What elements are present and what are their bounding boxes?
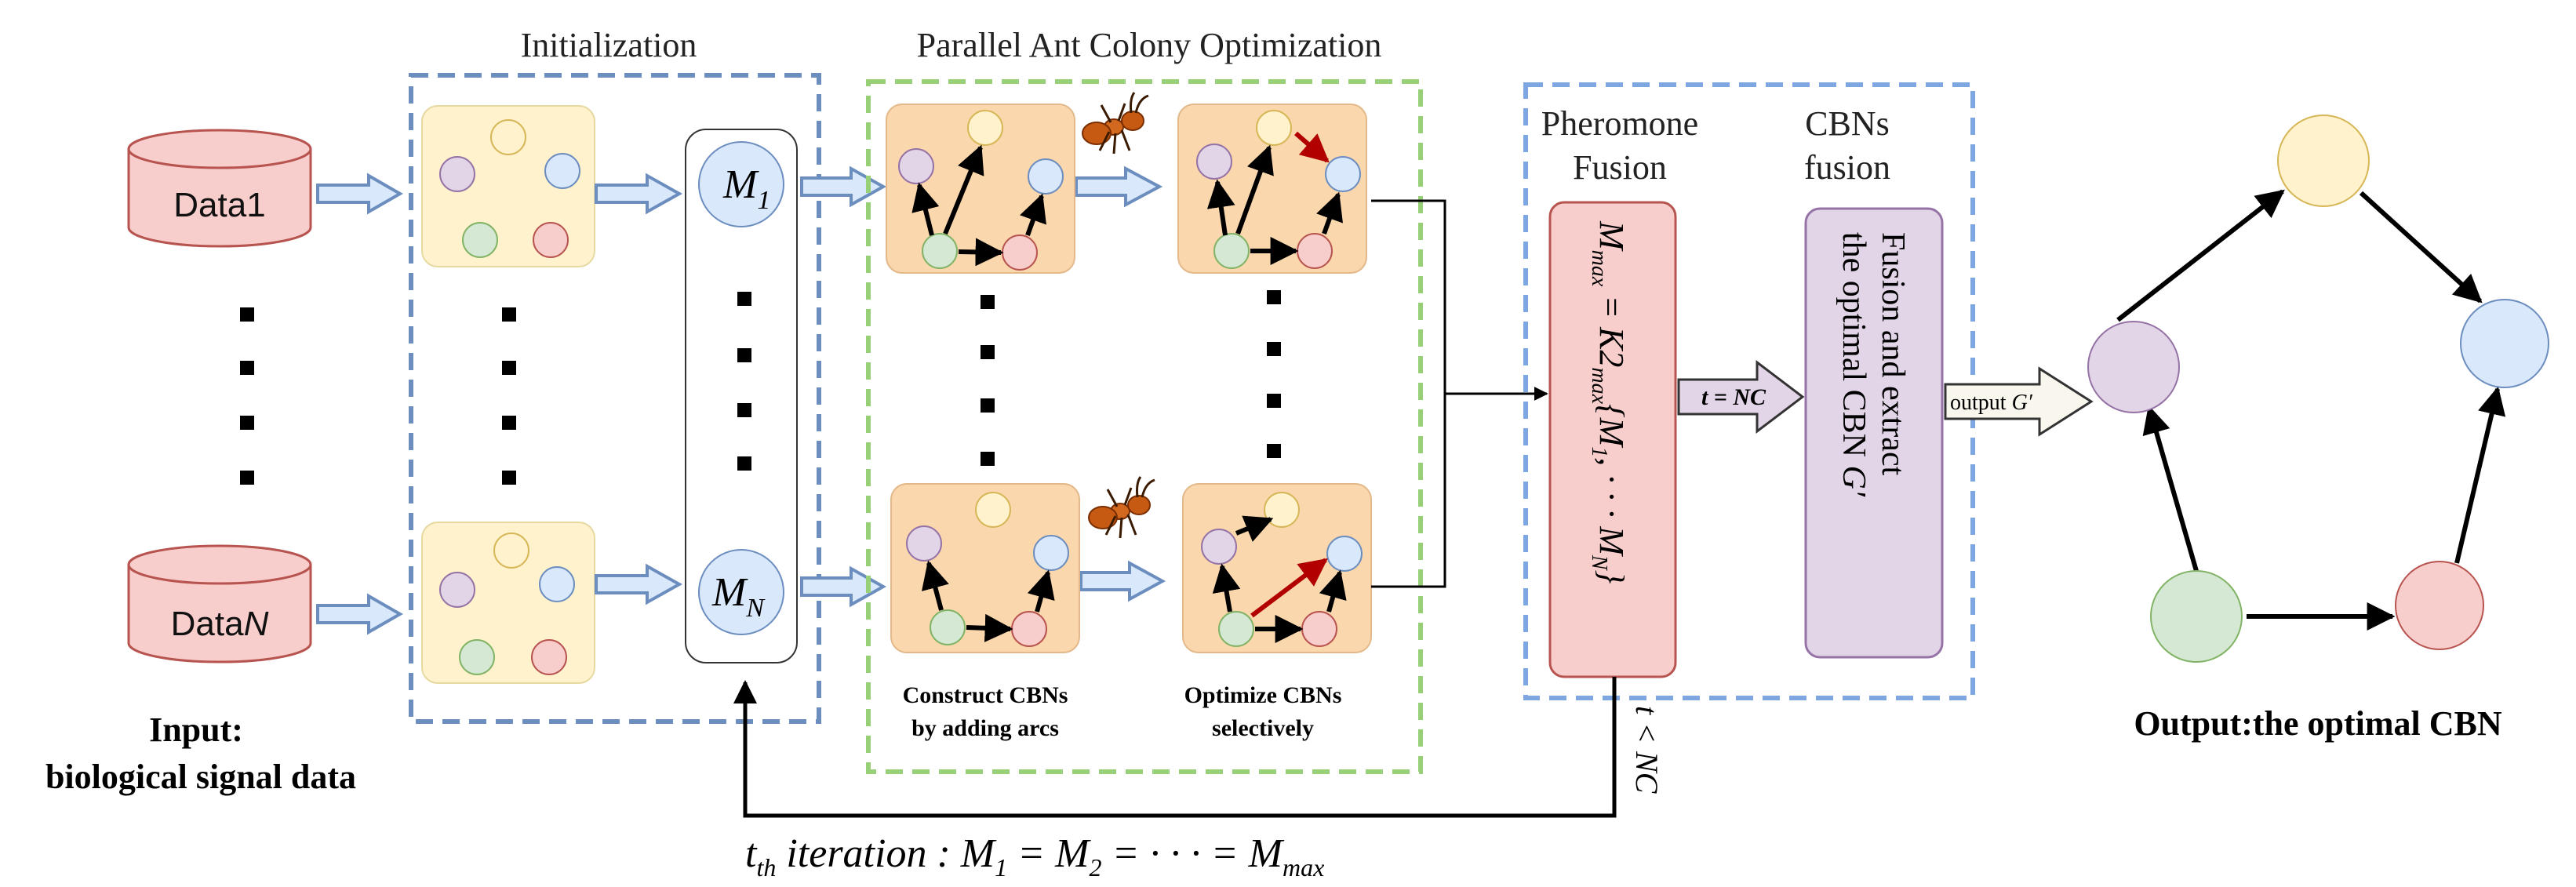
arrow-icon (1944, 366, 2094, 437)
merge-connector (1371, 199, 1548, 588)
pheromone-title-line2: Fusion (1573, 148, 1667, 187)
node-icon (2150, 570, 2243, 663)
database-icon (127, 544, 312, 663)
node-icon (439, 572, 475, 608)
cbns-title-line2: fusion (1804, 148, 1890, 187)
node-icon (1213, 233, 1250, 269)
node-icon (1033, 535, 1069, 571)
ant-icon (1081, 91, 1150, 155)
node-icon (2277, 115, 2370, 207)
feedback-loop (733, 677, 1617, 818)
node-icon (1256, 110, 1292, 146)
arrow-icon (1677, 359, 1805, 434)
node-icon (898, 148, 934, 184)
arrow-icon (316, 165, 1166, 635)
aco-group (866, 79, 1423, 774)
data1-label: Data1 (173, 186, 265, 224)
node-icon (539, 566, 575, 602)
ant-icon (1087, 475, 1156, 540)
aco-panel-optimize-top (1177, 104, 1367, 274)
pheromone-formula: Mmax = K2max{M1, · · · MN} (1587, 220, 1631, 584)
node-icon (1002, 234, 1038, 271)
iteration-equation: tth iteration : M1 = M2 = · · · = Mmax (745, 831, 1324, 882)
node-icon (967, 110, 1003, 146)
node-icon (1297, 233, 1333, 269)
m1-label: M1 (722, 162, 770, 215)
aco-panel-construct-bottom (890, 483, 1080, 653)
node-icon (2087, 321, 2180, 413)
input-caption-line1: Input: (149, 711, 243, 749)
t-lt-nc-label: t < NC (1629, 706, 1665, 794)
node-icon (1011, 611, 1047, 647)
output-caption: Output:the optimal CBN (2134, 704, 2502, 743)
aco-title: Parallel Ant Colony Optimization (917, 26, 1382, 64)
node-icon (906, 525, 942, 562)
node-icon (975, 492, 1011, 528)
optimize-caption-line1: Optimize CBNs (1184, 682, 1342, 708)
node-icon (533, 222, 569, 258)
output-cbn-graph (2087, 115, 2549, 663)
cbn-fusion-text-line2: the optimal CBN G′ (1836, 232, 1872, 497)
node-icon (544, 153, 580, 189)
aco-panel-construct-top (886, 104, 1075, 274)
construct-caption-line1: Construct CBNs (903, 682, 1068, 708)
init-panel-bottom (421, 522, 595, 684)
matrix-column (685, 129, 798, 663)
node-icon (1325, 156, 1361, 192)
database-icon (127, 129, 312, 248)
node-icon (922, 233, 958, 269)
ellipsis-dots (502, 307, 516, 485)
cbns-title-line1: CBNs (1805, 104, 1890, 143)
construct-caption-line2: by adding arcs (911, 715, 1059, 741)
ellipsis-dots (240, 307, 254, 485)
ellipsis-dots (737, 292, 751, 471)
node-icon (462, 222, 498, 258)
node-icon (2460, 299, 2549, 388)
optimize-caption-line2: selectively (1212, 715, 1314, 741)
mN-label: MN (711, 570, 766, 623)
initialization-group (409, 73, 821, 724)
ellipsis-dots (981, 290, 1281, 466)
node-icon (1301, 611, 1337, 647)
node-icon (459, 639, 495, 675)
m1-node (698, 141, 784, 227)
output-g-label: output G′ (1950, 391, 2033, 415)
cbn-fusion-box (1804, 207, 1944, 659)
aco-panel-optimize-bottom (1182, 483, 1372, 653)
node-icon (1326, 536, 1363, 572)
node-icon (493, 533, 529, 569)
dataN-label: DataN (171, 605, 269, 643)
node-icon (1218, 611, 1254, 647)
node-icon (531, 639, 567, 675)
initialization-title: Initialization (521, 26, 697, 64)
input-caption-line2: biological signal data (45, 758, 356, 796)
cbn-fusion-text-line1: Fusion and extract (1875, 232, 1911, 476)
init-panel-top (421, 105, 595, 267)
node-icon (1196, 144, 1232, 180)
node-icon (439, 156, 475, 192)
node-icon (1028, 158, 1064, 194)
node-icon (1201, 529, 1237, 565)
node-icon (2395, 561, 2484, 650)
mN-node (698, 549, 784, 635)
node-icon (490, 119, 526, 155)
t-eq-nc-label: t = NC (1701, 384, 1766, 410)
pheromone-title-line1: Pheromone (1541, 104, 1698, 143)
node-icon (930, 609, 966, 645)
